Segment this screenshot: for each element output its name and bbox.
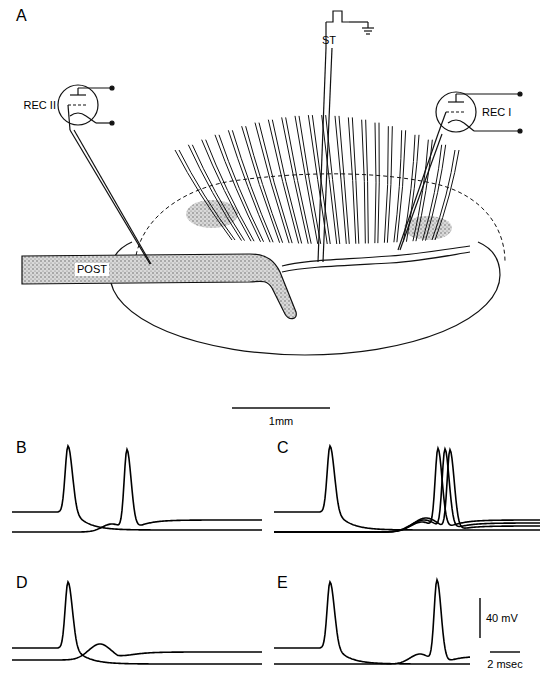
- nerve-fibre: [282, 117, 309, 243]
- electrode-label: ST: [322, 35, 336, 46]
- voltage-trace: [274, 446, 540, 530]
- stimulating-electrode: [318, 48, 332, 262]
- voltage-trace: [12, 449, 262, 532]
- amplifier-symbol: [436, 92, 522, 133]
- nerve-fibre: [272, 120, 301, 244]
- nerve-fibre: [366, 120, 369, 244]
- voltage-trace: [274, 449, 540, 532]
- nerve-fibre: [348, 117, 355, 243]
- nerve-fibre: [206, 140, 254, 241]
- presynaptic-axon: [282, 252, 470, 272]
- nerve-fibre: [219, 135, 264, 242]
- scale-label: 2 msec: [487, 659, 522, 670]
- nerve-fibre: [295, 116, 318, 244]
- nerve-fibre: [384, 126, 388, 243]
- nerve-fibre: [192, 145, 244, 241]
- scale-bar: [490, 651, 520, 653]
- nerve-fibre: [378, 123, 379, 243]
- voltage-trace: [274, 580, 470, 664]
- nerve-fibre: [397, 130, 406, 242]
- nerve-fibre: [352, 117, 358, 243]
- nerve-fibre: [232, 130, 273, 242]
- ganglion-side: [478, 242, 500, 275]
- nerve-fibre: [362, 120, 366, 244]
- panel-letter: D: [16, 575, 28, 591]
- voltage-trace: [274, 582, 470, 664]
- postsynaptic-axon: [22, 254, 296, 319]
- stippled-region: [186, 200, 238, 228]
- axon-label: POST: [75, 263, 109, 276]
- nerve-fibre: [228, 130, 270, 242]
- amplifier-symbol: [58, 85, 114, 125]
- nerve-fibre: [175, 150, 232, 240]
- panel-letter: C: [277, 440, 289, 456]
- voltage-trace: [12, 582, 262, 664]
- nerve-fibre: [394, 130, 402, 242]
- presynaptic-axon: [282, 246, 470, 266]
- nerve-fibre: [432, 150, 455, 240]
- electrode-label: REC I: [482, 107, 511, 118]
- scale-label: 40 mV: [486, 613, 518, 624]
- panel-letter: A: [16, 8, 27, 24]
- nerve-fibre: [188, 145, 241, 241]
- scale-bar: [232, 407, 330, 409]
- voltage-trace: [274, 450, 540, 532]
- nerve-fibre: [215, 135, 261, 242]
- nerve-fibre: [425, 145, 445, 241]
- nerve-fibre: [422, 145, 441, 241]
- nerve-fibre: [322, 115, 337, 244]
- nerve-fibre: [339, 116, 349, 244]
- nerve-fibre: [375, 123, 376, 243]
- microelectrode: [398, 112, 446, 250]
- microelectrode: [68, 105, 151, 264]
- nerve-fibre: [255, 123, 289, 243]
- voltage-trace: [12, 644, 262, 660]
- electrode-label: REC II: [24, 100, 56, 111]
- nerve-fibre: [387, 126, 392, 243]
- nerve-fibre: [259, 123, 292, 243]
- voltage-trace: [274, 448, 540, 532]
- voltage-trace: [12, 446, 262, 530]
- nerve-fibre: [435, 150, 459, 240]
- panel-letter: E: [277, 575, 288, 591]
- scale-label: 1mm: [269, 416, 293, 427]
- panel-letter: B: [16, 440, 27, 456]
- ganglion-outline: [110, 275, 500, 355]
- scale-bar: [479, 598, 481, 638]
